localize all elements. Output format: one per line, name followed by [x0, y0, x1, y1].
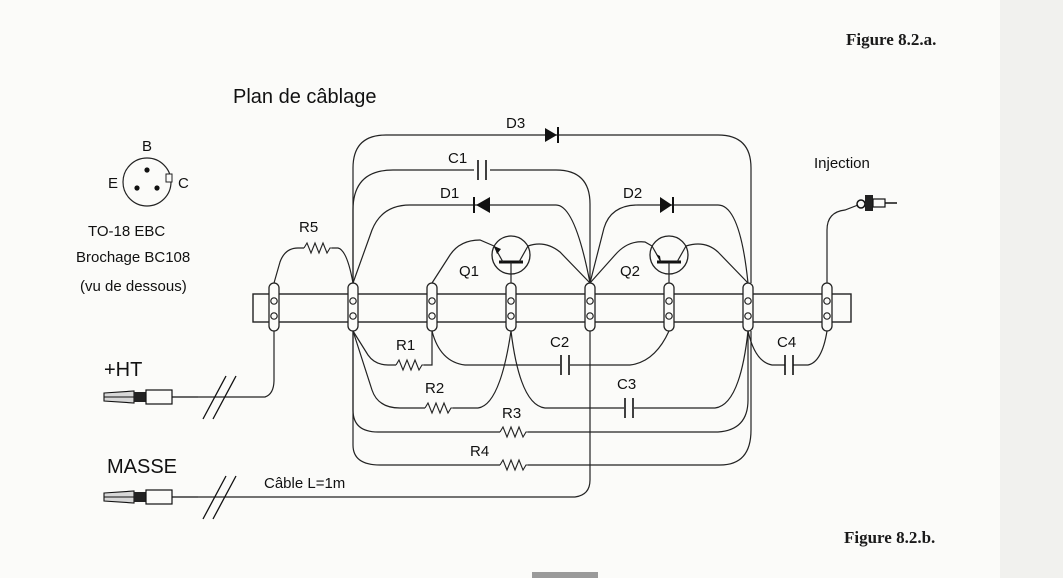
ht-label: +HT: [104, 359, 142, 381]
scan-mark: [532, 572, 598, 578]
figure-caption-bottom: Figure 8.2.b.: [844, 528, 935, 547]
terminal-2: [347, 282, 359, 332]
r3-label: R3: [502, 405, 521, 422]
terminal-strip: [252, 293, 852, 323]
r2-wire: [352, 330, 512, 409]
resistor-r4: [499, 458, 528, 472]
r1-label: R1: [396, 337, 415, 354]
terminal-6: [663, 282, 675, 332]
ht-break-mark-a: [202, 375, 227, 420]
diode-d3: [545, 127, 559, 143]
r5-wire: [273, 247, 354, 284]
r2-label: R2: [425, 380, 444, 397]
q1-collector: [518, 245, 529, 263]
view-label: (vu de dessous): [80, 278, 187, 295]
q1-emitter-arrow: [494, 246, 501, 254]
q2-emitter-arrow: [656, 254, 661, 262]
pin-b-label: B: [142, 138, 152, 155]
pinout-label: Brochage BC108: [76, 249, 190, 266]
figure-caption-top: Figure 8.2.a.: [846, 30, 936, 49]
d2-wire: [589, 204, 749, 284]
resistor-r3: [499, 425, 528, 439]
c3-wire: [510, 330, 749, 409]
to18-tab: [165, 173, 173, 183]
d1-wire: [352, 204, 591, 284]
masse-clip-icon: [103, 489, 198, 505]
terminal-8: [821, 282, 833, 332]
masse-break-mark-b: [212, 475, 237, 520]
to18-outline: [122, 157, 172, 207]
masse-label: MASSE: [107, 456, 177, 478]
pin-e-dot: [134, 185, 140, 191]
pin-c-label: C: [178, 175, 189, 192]
ht-break-mark-b: [212, 375, 237, 420]
c1-label: C1: [448, 150, 467, 167]
c2-wire: [431, 330, 670, 366]
terminal-7: [742, 282, 754, 332]
c4-label: C4: [777, 334, 796, 351]
d3-wire: [352, 134, 752, 283]
masse-break-mark-a: [202, 475, 227, 520]
r4-label: R4: [470, 443, 489, 460]
injection-plug-icon: [856, 195, 897, 211]
pin-b-dot: [144, 167, 150, 173]
diagram-title: Plan de câblage: [233, 86, 376, 108]
ht-wire: [198, 331, 275, 398]
resistor-r2: [424, 401, 453, 415]
r5-label: R5: [299, 219, 318, 236]
transistor-pinout: B E C TO-18 EBC Brochage BC108 (vu de de…: [76, 138, 190, 295]
d3-label: D3: [506, 115, 525, 132]
cable-label: Câble L=1m: [264, 475, 345, 492]
q1-emitter-wire: [431, 239, 495, 284]
r1-wire: [352, 330, 433, 366]
r4-wire: [352, 331, 752, 466]
diode-d1: [473, 197, 490, 213]
resistor-r5: [303, 241, 332, 255]
q1-label: Q1: [459, 263, 479, 280]
terminal-1: [268, 282, 280, 332]
terminal-3: [426, 282, 438, 332]
c3-label: C3: [617, 376, 636, 393]
q2-emitter-wire: [589, 241, 653, 284]
masse-wire: [198, 331, 591, 498]
q2-collector: [676, 245, 687, 263]
package-label: TO-18 EBC: [88, 223, 165, 240]
q1-collector-wire: [527, 243, 591, 284]
resistor-r1: [395, 358, 424, 372]
pin-e-label: E: [108, 175, 118, 192]
c2-label: C2: [550, 334, 569, 351]
c4-wire: [747, 330, 828, 366]
terminal-5: [584, 282, 596, 332]
d2-label: D2: [623, 185, 642, 202]
injection-label: Injection: [814, 155, 870, 172]
c1-gap: [474, 160, 490, 180]
paper-edge-shade: [1000, 0, 1063, 578]
q2-collector-wire: [685, 243, 749, 284]
injection-wire: [826, 204, 859, 283]
ht-clip-icon: [103, 389, 198, 405]
c1-wire: [352, 169, 591, 283]
d1-label: D1: [440, 185, 459, 202]
diode-d2: [660, 197, 674, 213]
q2-label: Q2: [620, 263, 640, 280]
terminals: [268, 282, 833, 332]
pin-c-dot: [154, 185, 160, 191]
terminal-4: [505, 282, 517, 332]
